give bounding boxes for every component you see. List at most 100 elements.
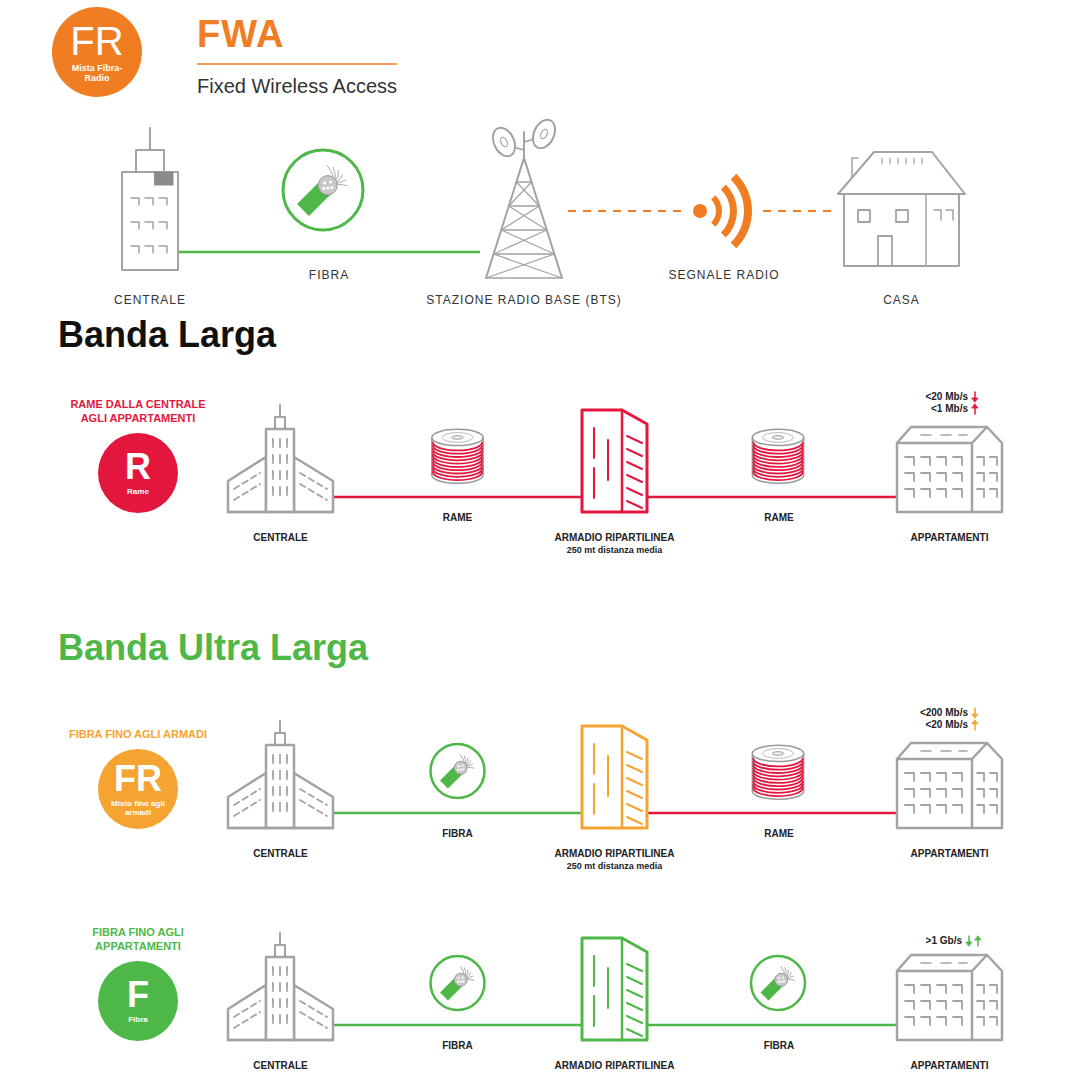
icon-stroke — [753, 785, 802, 793]
icon-stroke — [272, 439, 274, 447]
cable-end — [775, 973, 788, 986]
icon-stroke — [582, 410, 647, 512]
apartments-icon — [897, 743, 1002, 828]
icon-ellipse — [499, 136, 509, 148]
icon-stroke — [977, 805, 984, 813]
icon-stroke — [272, 787, 274, 795]
icon-stroke — [279, 933, 281, 945]
node-caption: 250 mt distanza media — [555, 544, 675, 557]
fiber-dot — [462, 768, 464, 770]
fiber-dot — [460, 769, 462, 771]
exchange-building: CENTRALE — [122, 128, 178, 270]
icon-stroke — [921, 1001, 930, 1009]
street-cabinet-drawing — [582, 410, 647, 512]
node-caption: APPARTAMENTI — [911, 1059, 989, 1072]
fiber-cable-icon — [431, 744, 485, 798]
node-caption: CENTRALE — [114, 293, 186, 308]
type-badge: RRameRAME DALLA CENTRALE AGLI APPARTAMEN… — [98, 433, 178, 513]
icon-stroke — [627, 449, 642, 456]
street-cabinet: ARMADIO RIPARTILINEA250 mt distanza medi… — [582, 726, 647, 828]
street-cabinet: ARMADIO RIPARTILINEA250 mt distanza medi… — [582, 410, 647, 512]
icon-stroke — [753, 452, 802, 460]
icon-ellipse — [432, 429, 483, 445]
caption-block: APPARTAMENTI — [911, 847, 989, 860]
icon-ellipse — [529, 116, 560, 152]
section-title: FWA — [197, 14, 284, 54]
fiber-dot — [782, 977, 784, 979]
icon-stroke — [627, 778, 642, 785]
icon-stroke — [897, 955, 987, 1040]
icon-stroke — [753, 781, 802, 789]
icon-stroke — [972, 720, 978, 724]
node-caption: ARMADIO RIPARTILINEA — [555, 531, 675, 544]
icon-stroke — [516, 181, 531, 183]
icon-stroke — [234, 1001, 260, 1028]
icon-stroke — [753, 768, 802, 776]
icon-stroke — [433, 469, 482, 477]
icon-stroke — [582, 938, 647, 1040]
radio-base-station-drawing — [480, 116, 568, 278]
icon-stroke — [753, 449, 802, 457]
icon-stroke — [937, 985, 946, 993]
cable-end — [454, 973, 467, 986]
fiber-dot — [458, 765, 460, 767]
armadio-icon — [582, 938, 647, 1040]
icon-stroke — [852, 158, 858, 178]
icon-stroke — [627, 1029, 642, 1036]
icon-stroke — [921, 962, 967, 964]
icon-stroke — [753, 459, 802, 467]
icon-stroke — [433, 465, 482, 473]
speed-label: <1 Mb/s — [931, 403, 968, 415]
icon-ellipse — [489, 124, 520, 160]
icon-stroke — [627, 990, 642, 997]
caption-block: CENTRALE — [253, 531, 307, 544]
icon-stroke — [433, 462, 482, 470]
fiber-dot — [457, 769, 459, 771]
icon-stroke — [486, 158, 562, 278]
icon-ring — [431, 744, 485, 798]
apartment-building-drawing — [897, 741, 1002, 828]
icon-stroke — [889, 158, 890, 164]
tower-icon — [122, 128, 178, 270]
icon-stroke — [266, 957, 294, 1040]
icon-stroke — [234, 789, 260, 816]
icon-stroke — [921, 1017, 930, 1025]
cable-link — [333, 496, 582, 499]
icon-stroke — [266, 745, 294, 828]
icon-stroke — [294, 985, 333, 1040]
icon-stroke — [275, 733, 285, 745]
fiber-dot — [457, 981, 459, 983]
caption-block: CENTRALE — [253, 847, 307, 860]
edge-label: FIBRA — [440, 1039, 475, 1053]
icon-stroke — [937, 1001, 946, 1009]
icon-stroke — [494, 230, 555, 254]
icon-stroke — [844, 194, 959, 266]
badge-heading: FIBRA FINO AGLI ARMADI — [63, 727, 213, 741]
icon-stroke — [286, 487, 288, 495]
upload-arrow — [972, 404, 978, 414]
icon-stroke — [627, 765, 642, 772]
fiber-dot — [778, 977, 780, 979]
node-caption: CASA — [883, 293, 920, 308]
centrale-icon — [228, 933, 333, 1040]
icon-stroke — [905, 985, 914, 993]
edge-label: FIBRA — [307, 268, 351, 282]
edge-label: RAME — [762, 511, 795, 525]
node-caption: 250 mt distanza media — [555, 860, 675, 873]
icon-stroke — [279, 405, 281, 417]
node-caption: APPARTAMENTI — [911, 847, 989, 860]
icon-stroke — [286, 439, 288, 447]
icon-stroke — [279, 721, 281, 733]
fiber-dot — [462, 980, 464, 982]
exchange-building: CENTRALE — [228, 933, 333, 1040]
fiber-dot — [783, 980, 785, 982]
copper-reel-icon — [752, 745, 803, 799]
icon-stroke — [433, 472, 482, 480]
icon-stroke — [275, 945, 285, 957]
icon-stroke — [897, 158, 898, 164]
icon-stroke — [977, 789, 984, 797]
cable-link — [333, 1024, 582, 1027]
icon-stroke — [433, 459, 482, 467]
icon-stroke — [977, 473, 984, 481]
icon-stroke — [905, 1001, 914, 1009]
